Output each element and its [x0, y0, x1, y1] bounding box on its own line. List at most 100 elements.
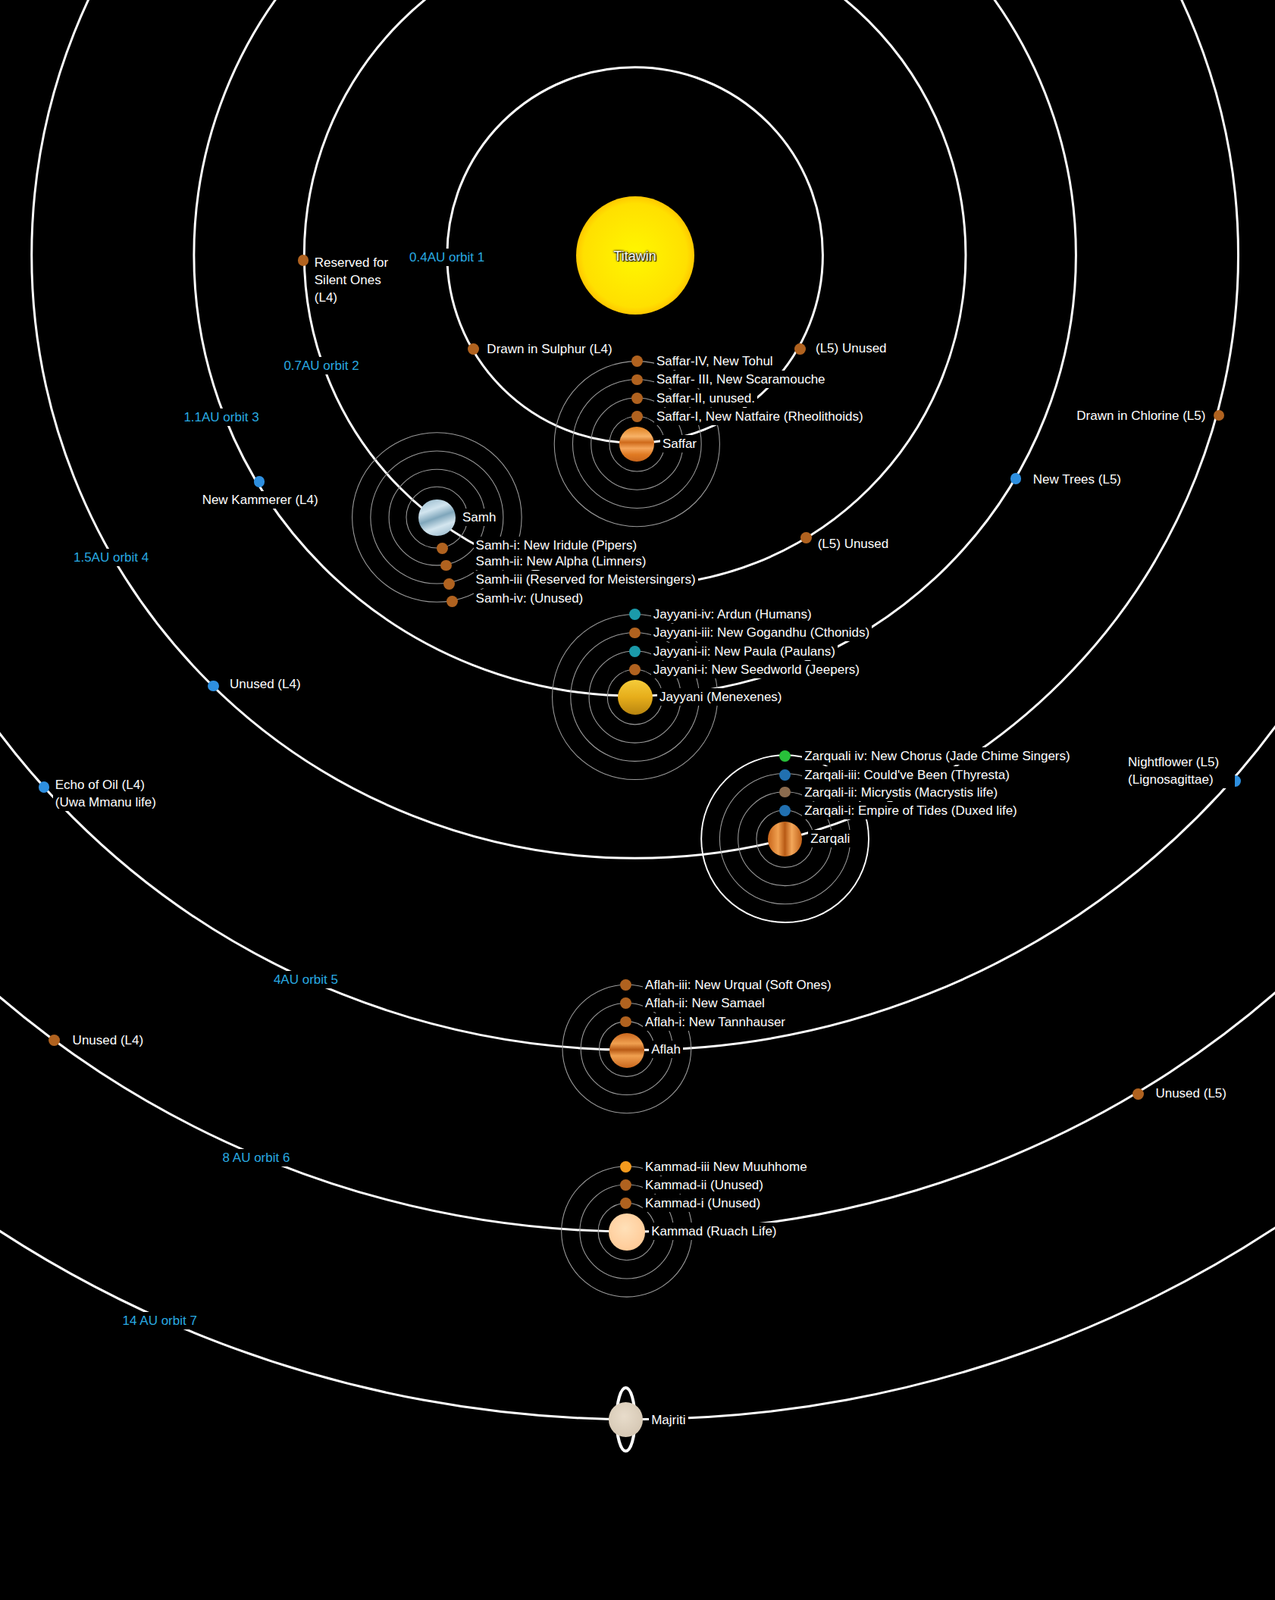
orbit-label: 1.1AU orbit 3 — [181, 408, 261, 427]
body-dot — [1213, 410, 1225, 422]
body-marker: Samh-ii: New Alpha (Limners) — [473, 552, 649, 571]
body-label: Unused (L4) — [70, 1031, 147, 1050]
body-label: New Kammerer (L4) — [200, 491, 321, 509]
body-dot — [631, 392, 643, 405]
body-marker: (L5) Unused — [815, 535, 892, 553]
body-label: Unused (L4) — [227, 675, 304, 693]
body-label: Drawn in Chlorine (L5) — [1074, 407, 1208, 425]
orbit-label: 1.5AU orbit 4 — [71, 548, 151, 567]
planet-disc — [609, 1033, 645, 1069]
body-dot — [620, 979, 632, 991]
planet: Saffar — [660, 435, 699, 453]
body-marker: Kammad-iii New Muuhhome — [642, 1158, 810, 1176]
body-label: Aflah-i: New Tannhauser — [642, 1013, 788, 1031]
body-marker: Unused (L4) — [70, 1031, 147, 1050]
planet-disc — [617, 679, 653, 715]
orbit-label: 14 AU orbit 7 — [120, 1312, 200, 1330]
body-dot — [794, 343, 806, 355]
body-label: Jayyani-iii: New Gogandhu (Cthonids) — [651, 623, 872, 642]
body-label: New Trees (L5) — [1030, 470, 1124, 489]
body-label: Saffar-IV, New Tohul — [654, 352, 776, 370]
body-label: Kammad-ii (Unused) — [642, 1176, 766, 1194]
body-dot — [631, 374, 643, 386]
body-dot — [38, 781, 51, 793]
body-dot — [629, 645, 641, 658]
body-marker: Nightflower (L5) (Lignosagittae) — [1125, 753, 1235, 789]
planet-disc — [608, 1213, 646, 1250]
body-marker: Drawn in Chlorine (L5) — [1074, 407, 1208, 425]
body-dot — [48, 1034, 60, 1047]
body-marker: New Kammerer (L4) — [200, 491, 321, 509]
body-marker: Aflah-ii: New Samael — [642, 994, 768, 1012]
body-dot — [1132, 1088, 1144, 1100]
body-marker: Kammad-i (Unused) — [642, 1194, 763, 1213]
body-dot — [800, 532, 812, 544]
body-dot — [779, 805, 791, 817]
body-marker: Jayyani-iii: New Gogandhu (Cthonids) — [651, 623, 872, 642]
body-label: Reserved for Silent Ones (L4) — [312, 253, 405, 307]
body-dot — [440, 560, 452, 572]
body-label: Nightflower (L5) (Lignosagittae) — [1125, 753, 1235, 789]
body-label: Zarqali-i: Empire of Tides (Duxed life) — [801, 801, 1020, 820]
body-marker: Jayyani-iv: Ardun (Humans) — [651, 605, 815, 624]
body-label: Samh-i: New Iridule (Pipers) — [473, 536, 640, 555]
body-marker: (L5) Unused — [813, 339, 890, 358]
body-dot — [446, 595, 458, 608]
body-marker: Echo of Oil (L4) (Uwa Mmanu life) — [53, 776, 172, 812]
body-label: Zarqali-ii: Micrystis (Macrystis life) — [801, 783, 1000, 802]
body-dot — [467, 343, 480, 355]
planet: Jayyani (Menexenes) — [657, 688, 785, 706]
planet-name: Majriti — [648, 1411, 688, 1429]
body-dot — [620, 1179, 632, 1191]
body-marker: New Trees (L5) — [1030, 470, 1124, 489]
planet-orbits — [0, 0, 1275, 1420]
body-label: Samh-iv: (Unused) — [473, 589, 586, 608]
body-label: Zarqali-iii: Could've Been (Thyresta) — [801, 766, 1012, 784]
body-marker: Saffar-II, unused. — [654, 389, 758, 408]
body-marker: Jayyani-ii: New Paula (Paulans) — [651, 642, 838, 661]
body-dot — [779, 750, 791, 762]
orbit-label: 0.4AU orbit 1 — [407, 248, 487, 267]
body-label: Aflah-iii: New Urqual (Soft Ones) — [642, 976, 834, 994]
body-marker: Saffar-I, New Natfaire (Rheolithoids) — [654, 407, 866, 426]
body-dot — [629, 608, 641, 621]
planet-disc — [418, 499, 455, 536]
body-label: Samh-ii: New Alpha (Limners) — [473, 552, 649, 571]
body-marker: Reserved for Silent Ones (L4) — [312, 253, 405, 307]
orbit-label: 0.7AU orbit 2 — [281, 357, 361, 375]
body-dot — [620, 997, 632, 1009]
body-dot — [629, 664, 641, 676]
planet-name: Kammad (Ruach Life) — [648, 1222, 779, 1241]
body-label: Kammad-i (Unused) — [642, 1194, 763, 1213]
star-name: Titawin — [610, 247, 658, 266]
body-dot — [1010, 473, 1022, 485]
body-label: Echo of Oil (L4) (Uwa Mmanu life) — [53, 776, 172, 812]
body-dot — [620, 1161, 632, 1173]
body-marker: Zarqali-i: Empire of Tides (Duxed life) — [801, 801, 1020, 820]
body-label: Samh-iii (Reserved for Meistersingers) — [473, 570, 699, 589]
planet: Aflah — [648, 1040, 683, 1059]
orbit-label: 4AU orbit 5 — [271, 971, 341, 989]
body-label: Drawn in Sulphur (L4) — [484, 340, 615, 358]
body-marker: Unused (L4) — [227, 675, 304, 693]
body-label: Jayyani-iv: Ardun (Humans) — [651, 605, 815, 624]
body-label: Saffar-II, unused. — [654, 389, 758, 408]
planet: Kammad (Ruach Life) — [648, 1222, 779, 1241]
planet-disc — [619, 426, 655, 462]
body-dot — [620, 1197, 632, 1210]
planet-name: Zarqali — [808, 830, 853, 848]
body-marker: Zarqali-ii: Micrystis (Macrystis life) — [801, 783, 1000, 802]
star: Titawin — [610, 247, 658, 266]
body-dot — [629, 627, 641, 640]
planet-name: Samh — [460, 508, 499, 527]
body-marker: Samh-iii (Reserved for Meistersingers) — [473, 570, 699, 589]
body-dot — [436, 542, 448, 555]
body-label: Zarquali iv: New Chorus (Jade Chime Sing… — [801, 747, 1073, 765]
body-marker: Drawn in Sulphur (L4) — [484, 340, 615, 358]
body-marker: Zarquali iv: New Chorus (Jade Chime Sing… — [801, 747, 1073, 765]
body-label: (L5) Unused — [815, 535, 892, 553]
body-marker: Unused (L5) — [1152, 1084, 1229, 1103]
body-marker: Zarqali-iii: Could've Been (Thyresta) — [801, 766, 1012, 784]
planet-name: Saffar — [660, 435, 699, 453]
